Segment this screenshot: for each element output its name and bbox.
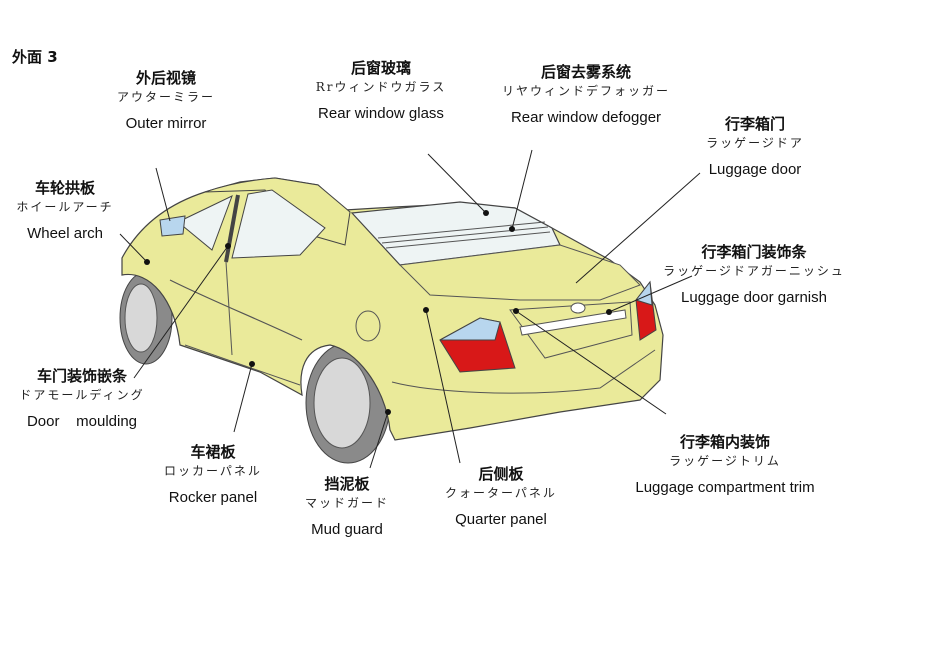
label-wheel-arch: 车轮拱板 ホイールアーチ Wheel arch	[2, 178, 128, 244]
leader-wheel-arch	[119, 233, 148, 263]
rocker-panel-line	[184, 344, 301, 386]
rear-side-window	[231, 189, 326, 259]
quarter-panel-en: Quarter panel	[455, 511, 547, 528]
rocker-panel-en: Rocker panel	[168, 489, 258, 506]
leader-luggage-door	[575, 172, 701, 284]
defogger-en: Rear window defogger	[510, 109, 662, 126]
door-moulding-line	[169, 279, 303, 341]
rear-bumper-line	[391, 349, 656, 394]
label-quarter-panel: 后侧板 クォーターパネル Quarter panel	[428, 464, 574, 530]
leader-outer-mirror	[155, 167, 171, 222]
mud-guard-en: Mud guard	[311, 521, 383, 538]
leader-lines	[119, 149, 701, 469]
emblem	[570, 302, 586, 314]
door-garnish-zh: 行李箱门装饰条	[701, 243, 807, 261]
leader-rocker-panel	[233, 363, 253, 433]
leader-trunk-trim	[515, 310, 667, 415]
label-luggage-door-garnish: 行李箱门装饰条 ラッゲージドアガーニッシュ Luggage door garni…	[648, 242, 860, 308]
quarter-panel-ja: クォーターパネル	[445, 486, 557, 500]
fuel-lid	[355, 310, 381, 342]
quarter-panel-zh: 后侧板	[478, 465, 524, 483]
trunk-trim-ja: ラッゲージトリム	[669, 454, 781, 468]
mud-guard-ja: マッドガード	[304, 496, 389, 510]
defogger-zh: 后窗去雾系统	[540, 63, 631, 81]
door-moulding-ja: ドアモールディング	[19, 388, 145, 402]
wheel-arch-ja: ホイールアーチ	[16, 200, 114, 214]
rear-rim	[313, 357, 371, 449]
mud-guard-zh: 挡泥板	[324, 475, 370, 493]
left-tail-lamp-lens	[439, 317, 501, 341]
trunk-lid	[398, 244, 641, 301]
outer-mirror-zh: 外后视镜	[135, 69, 196, 87]
door-garnish-ja: ラッゲージドアガーニッシュ	[663, 264, 845, 278]
door-garnish-en: Luggage door garnish	[681, 289, 827, 306]
defogger-lines	[377, 221, 551, 249]
leader-mud-guard	[369, 411, 389, 469]
trunk-trim-zh: 行李箱内装饰	[679, 433, 770, 451]
label-rear-window-defogger: 后窗去雾系统 リヤウィンドデフォッガー Rear window defogger	[484, 62, 688, 128]
leader-door-garnish	[608, 275, 693, 313]
leader-rear-glass	[427, 153, 487, 214]
rear-glass-zh: 后窗玻璃	[350, 59, 411, 77]
rocker-panel-zh: 车裙板	[190, 443, 236, 461]
rear-glass-ja: Rrウィンドウガラス	[315, 80, 447, 94]
defogger-ja: リヤウィンドデフォッガー	[501, 84, 670, 98]
wheel-arch-zh: 车轮拱板	[34, 179, 95, 197]
garnish-panel	[509, 301, 633, 359]
label-mud-guard: 挡泥板 マッドガード Mud guard	[290, 474, 404, 540]
leader-quarter-panel	[425, 309, 461, 464]
luggage-door-zh: 行李箱门	[724, 115, 785, 133]
rocker-panel-ja: ロッカーパネル	[164, 464, 262, 478]
label-rear-window-glass: 后窗玻璃 Rrウィンドウガラス Rear window glass	[300, 58, 462, 124]
outer-mirror-ja: アウターミラー	[116, 90, 215, 104]
front-side-window	[177, 195, 233, 251]
door-moulding-en: Door moulding	[26, 413, 138, 430]
front-wheel	[119, 271, 173, 365]
outer-mirror	[159, 215, 186, 237]
label-outer-mirror: 外后视镜 アウターミラー Outer mirror	[100, 68, 232, 134]
luggage-door-ja: ラッゲージドア	[706, 136, 804, 150]
leader-door-moulding	[133, 245, 229, 379]
b-pillar	[224, 194, 240, 263]
door-seam	[225, 261, 233, 356]
front-rim	[124, 283, 158, 353]
luggage-door-en: Luggage door	[708, 161, 802, 178]
label-door-moulding: 车门装饰嵌条 ドアモールディング Door moulding	[6, 366, 158, 432]
label-luggage-door: 行李箱门 ラッゲージドア Luggage door	[690, 114, 820, 180]
door-moulding-zh: 车门装饰嵌条	[36, 367, 127, 385]
leader-defogger	[511, 149, 533, 230]
label-rocker-panel: 车裙板 ロッカーパネル Rocker panel	[148, 442, 278, 508]
outer-mirror-en: Outer mirror	[125, 115, 207, 132]
wheel-arch-en: Wheel arch	[27, 225, 103, 242]
trunk-trim-en: Luggage compartment trim	[635, 479, 815, 496]
license-garnish	[519, 309, 627, 336]
page-title: 外面 3	[12, 48, 58, 66]
rear-glass-en: Rear window glass	[318, 105, 444, 122]
label-luggage-compartment-trim: 行李箱内装饰 ラッゲージトリム Luggage compartment trim	[618, 432, 832, 498]
leader-dots	[144, 210, 612, 415]
